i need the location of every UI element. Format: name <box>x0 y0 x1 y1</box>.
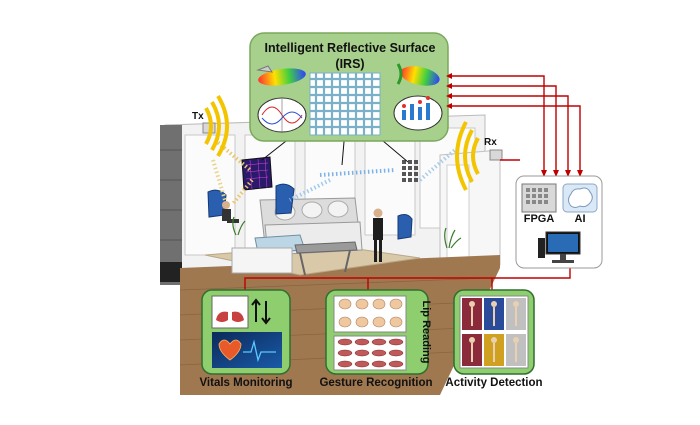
white-cabinet <box>231 247 293 274</box>
activity-detection-label: Activity Detection <box>445 377 543 389</box>
beam-tx-down <box>211 159 227 201</box>
stone-pillar <box>160 125 182 285</box>
gesture-recognition-label: Gesture Recognition <box>319 377 433 389</box>
signal-arrowheads <box>446 73 583 177</box>
standing-person <box>373 208 383 262</box>
radiation-pattern-right <box>393 95 443 131</box>
rx-antenna <box>455 121 503 191</box>
monitor-icon <box>538 231 581 263</box>
lip-icons <box>337 338 404 368</box>
activity-figures <box>462 298 526 366</box>
fpga-chip <box>521 183 557 213</box>
side-irs-tile <box>402 160 418 182</box>
irs-title: Intelligent Reflective Surface (IRS) <box>250 40 450 72</box>
radiation-pattern-left <box>257 97 307 133</box>
blue-chairs <box>207 183 413 240</box>
beam-irs-to-chair <box>289 178 331 202</box>
beam-irs-to-room <box>319 168 396 177</box>
vitals-monitoring-label: Vitals Monitoring <box>199 377 293 389</box>
beam-wall-to-person <box>230 178 254 207</box>
rx-label: Rx <box>484 137 497 148</box>
irs-title-line2: (IRS) <box>335 57 365 71</box>
signal-beams <box>211 138 457 207</box>
up-down-arrows-icon <box>251 298 271 325</box>
irs-panel <box>249 32 449 142</box>
lungs-icon <box>216 300 244 322</box>
ecg-line <box>243 339 276 363</box>
activity-detection-panel <box>453 289 535 375</box>
heart-icon <box>218 339 242 361</box>
beam-pattern-left <box>256 65 306 86</box>
fpga-label: FPGA <box>523 213 555 225</box>
irs-grid <box>309 72 381 136</box>
beam-pattern-right <box>396 63 440 86</box>
plants <box>232 216 462 249</box>
ai-brain-icon <box>562 183 598 213</box>
gesture-recognition-panel <box>325 289 429 375</box>
ai-label: AI <box>574 213 586 225</box>
rx-wifi-arcs <box>471 137 480 175</box>
console-table <box>294 241 358 254</box>
irs-title-line1: Intelligent Reflective Surface <box>264 41 436 55</box>
wall-irs-tile <box>241 156 273 191</box>
hand-gesture-icons <box>338 298 403 328</box>
processing-box <box>515 175 603 269</box>
tx-wifi-arcs <box>204 107 213 145</box>
lip-reading-label: Lip Reading <box>420 300 432 364</box>
signal-lines <box>244 75 581 292</box>
vitals-monitoring-panel <box>201 289 291 375</box>
tx-label: Tx <box>192 111 204 122</box>
tx-antenna <box>202 94 229 158</box>
